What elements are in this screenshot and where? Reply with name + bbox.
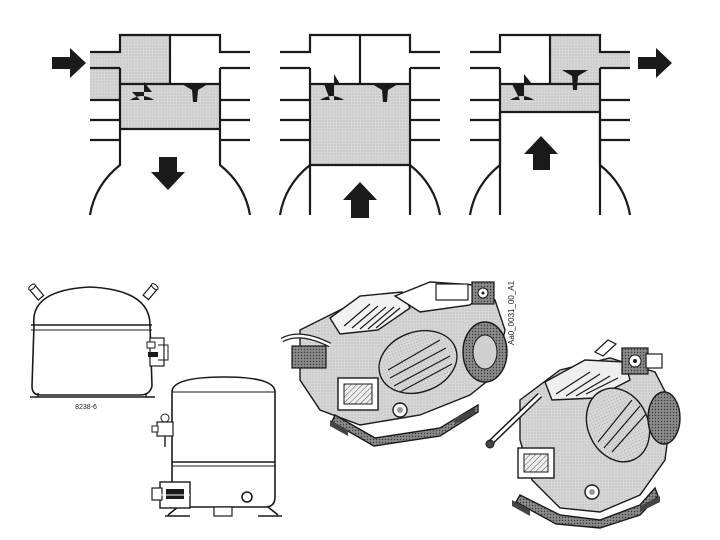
discharge-valve-icon (182, 84, 208, 102)
head-lower-wall (118, 68, 222, 86)
up-arrow-icon (524, 136, 558, 170)
cooling-fins-right (220, 98, 250, 142)
head-lower-wall (308, 68, 412, 86)
terminal-box-icon (146, 337, 169, 367)
cylinder-walls (88, 84, 252, 216)
cooling-fins-left (280, 98, 310, 142)
motor-end-inner (472, 334, 498, 370)
compressor-shell (31, 286, 153, 396)
valve-icon (621, 347, 663, 375)
discharge-stroke-diagram (468, 33, 672, 216)
cooling-fins-left (90, 98, 120, 142)
semi-hermetic-compressor-large: Aa0_0031_00_A1 (280, 280, 516, 447)
hermetic-compressor-vertical (151, 376, 282, 517)
intake-stroke-diagram (52, 33, 252, 216)
crankcase-base (515, 486, 659, 529)
suction-flange (291, 345, 327, 369)
discharge-valve-icon (372, 84, 398, 102)
up-arrow-icon (343, 182, 377, 218)
valve-head-outline (470, 33, 630, 84)
suction-pipe (281, 334, 331, 347)
valve-icon (151, 413, 174, 447)
piston (308, 163, 412, 215)
head-fins (387, 339, 453, 393)
cylinder-head-front (585, 387, 651, 463)
base-plate (165, 506, 282, 517)
cylinder-gas-fill (120, 84, 220, 129)
down-arrow-icon (151, 157, 185, 190)
valve-head-outline (280, 33, 440, 84)
valve-icon (471, 281, 495, 305)
head-lower-wall (498, 68, 602, 86)
right-arrow-icon (638, 48, 672, 78)
terminal-box-face (343, 383, 373, 405)
cooling-fins-right (600, 98, 630, 142)
valve-head-outline (90, 33, 250, 84)
hermetic-small-code-label: 8238-6 (75, 404, 97, 411)
service-port-icon (241, 491, 253, 503)
terminal-box-icon (151, 481, 191, 509)
cooling-fins-left (470, 98, 500, 142)
mounting-foot (455, 408, 475, 424)
head-fins (597, 399, 647, 453)
head-fins (343, 303, 401, 330)
discharge-gas-fill (550, 35, 630, 84)
piston (498, 110, 602, 215)
top-fitting (593, 339, 618, 357)
suction-valve-icon (510, 74, 534, 100)
oil-sight-glass-inner (397, 407, 403, 413)
suction-valve-icon (320, 74, 344, 100)
top-box (435, 283, 469, 301)
mounting-foot (640, 496, 660, 512)
discharge-stub-icon (142, 283, 159, 301)
base-foot (213, 506, 233, 517)
probe-tip-icon (485, 439, 495, 449)
cylinder-head-front (378, 329, 458, 395)
mounting-foot (512, 500, 530, 516)
compression-stroke-diagram (278, 33, 442, 218)
terminal-box-face (523, 453, 549, 473)
oil-sight-glass-inner (589, 489, 595, 495)
suction-valve-icon (130, 82, 154, 100)
hermetic-compressor-horizontal: 8238-6 (28, 283, 169, 411)
head-fins (555, 371, 619, 397)
compressed-gas-fill (310, 84, 410, 165)
discharge-valve-icon (562, 70, 588, 90)
semi-hermetic-code-label: Aa0_0031_00_A1 (507, 280, 516, 345)
semi-hermetic-compressor-small (485, 339, 681, 529)
right-arrow-icon (52, 48, 86, 78)
motor-end-cover (647, 391, 681, 445)
cooling-fins-right (410, 98, 440, 142)
mounting-foot (330, 420, 348, 436)
suction-stub-icon (28, 283, 45, 301)
piston-stroke-sequence (52, 33, 672, 218)
discharge-probe (486, 393, 542, 447)
